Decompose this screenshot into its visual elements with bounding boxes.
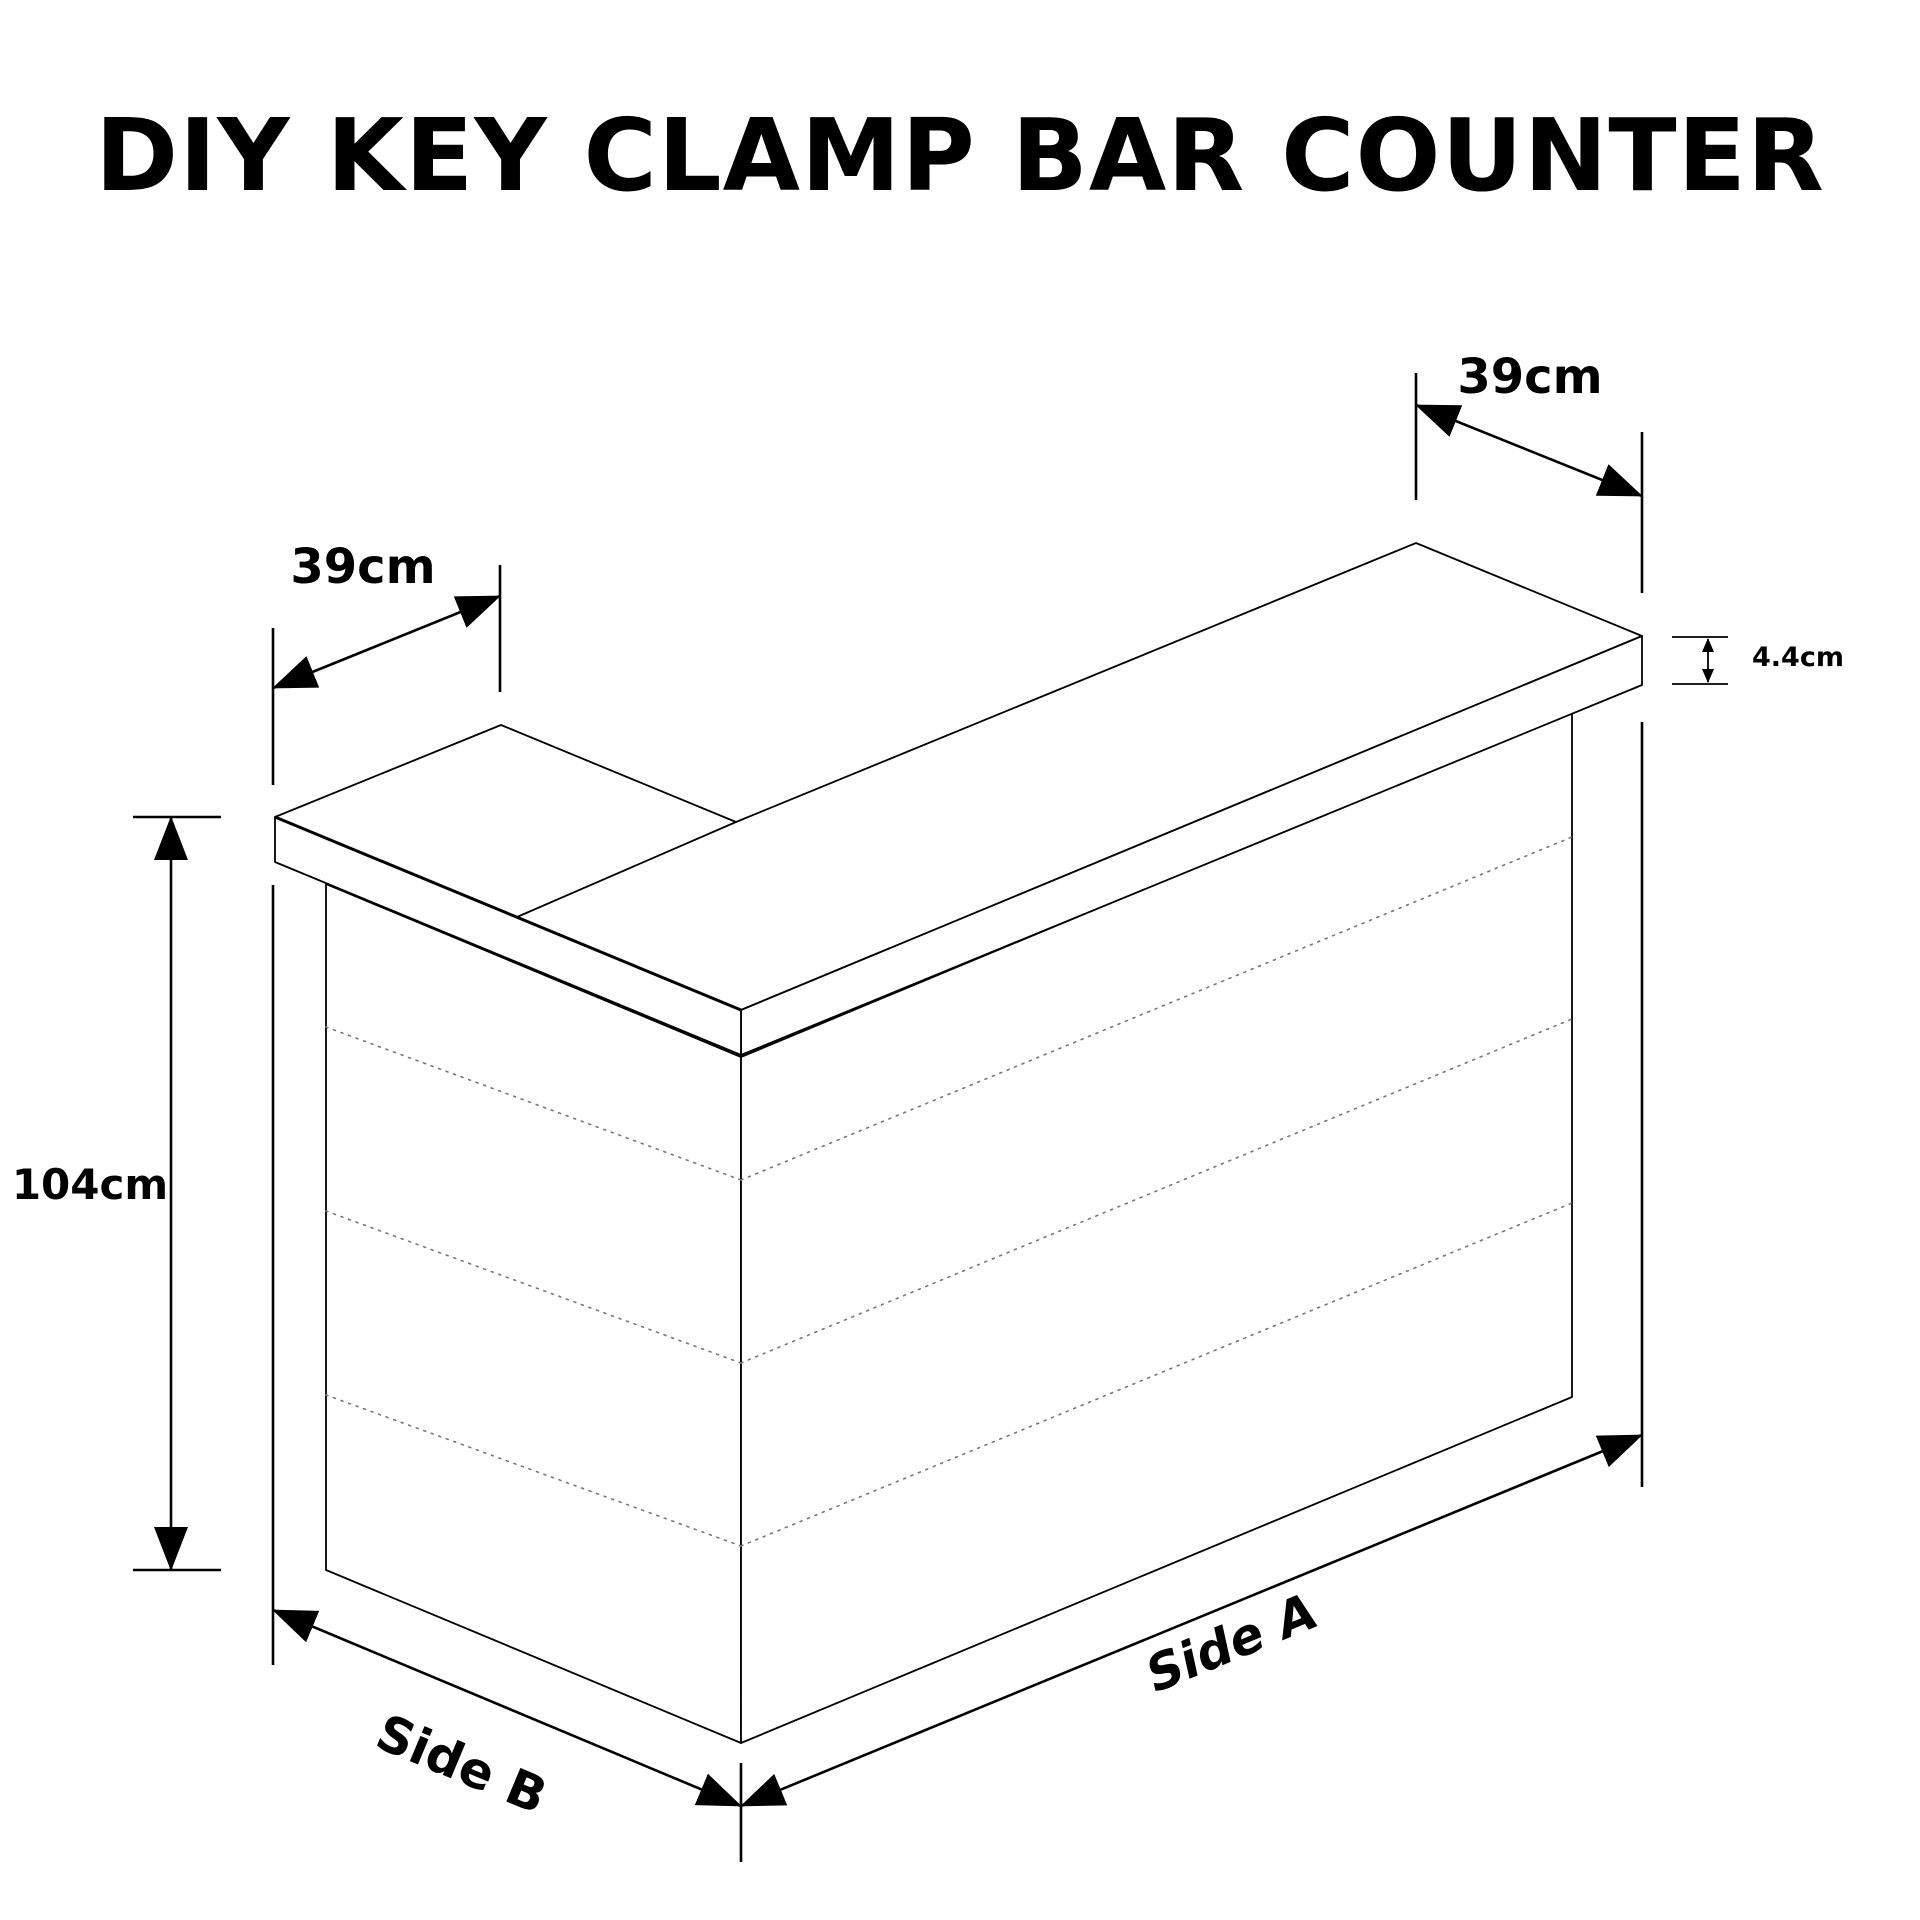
page-title: DIY KEY CLAMP BAR COUNTER — [95, 97, 1825, 214]
dimension-top-width-left: 39cm — [271, 539, 502, 785]
counter-top-joint — [516, 821, 737, 918]
top-width-right-label: 39cm — [1457, 349, 1602, 405]
counter-top — [274, 542, 1643, 1056]
top-thickness-label: 4.4cm — [1752, 642, 1844, 673]
dimension-height: 104cm — [12, 815, 221, 1572]
height-label: 104cm — [12, 1160, 168, 1209]
dimension-top-width-right: 39cm — [1414, 349, 1644, 593]
dimension-top-thickness: 4.4cm — [1672, 636, 1844, 685]
top-width-left-label: 39cm — [290, 539, 435, 595]
plank-seams — [325, 836, 1573, 1547]
side-a-label: Side A — [1142, 1580, 1320, 1706]
side-b-label: Side B — [368, 1703, 555, 1825]
